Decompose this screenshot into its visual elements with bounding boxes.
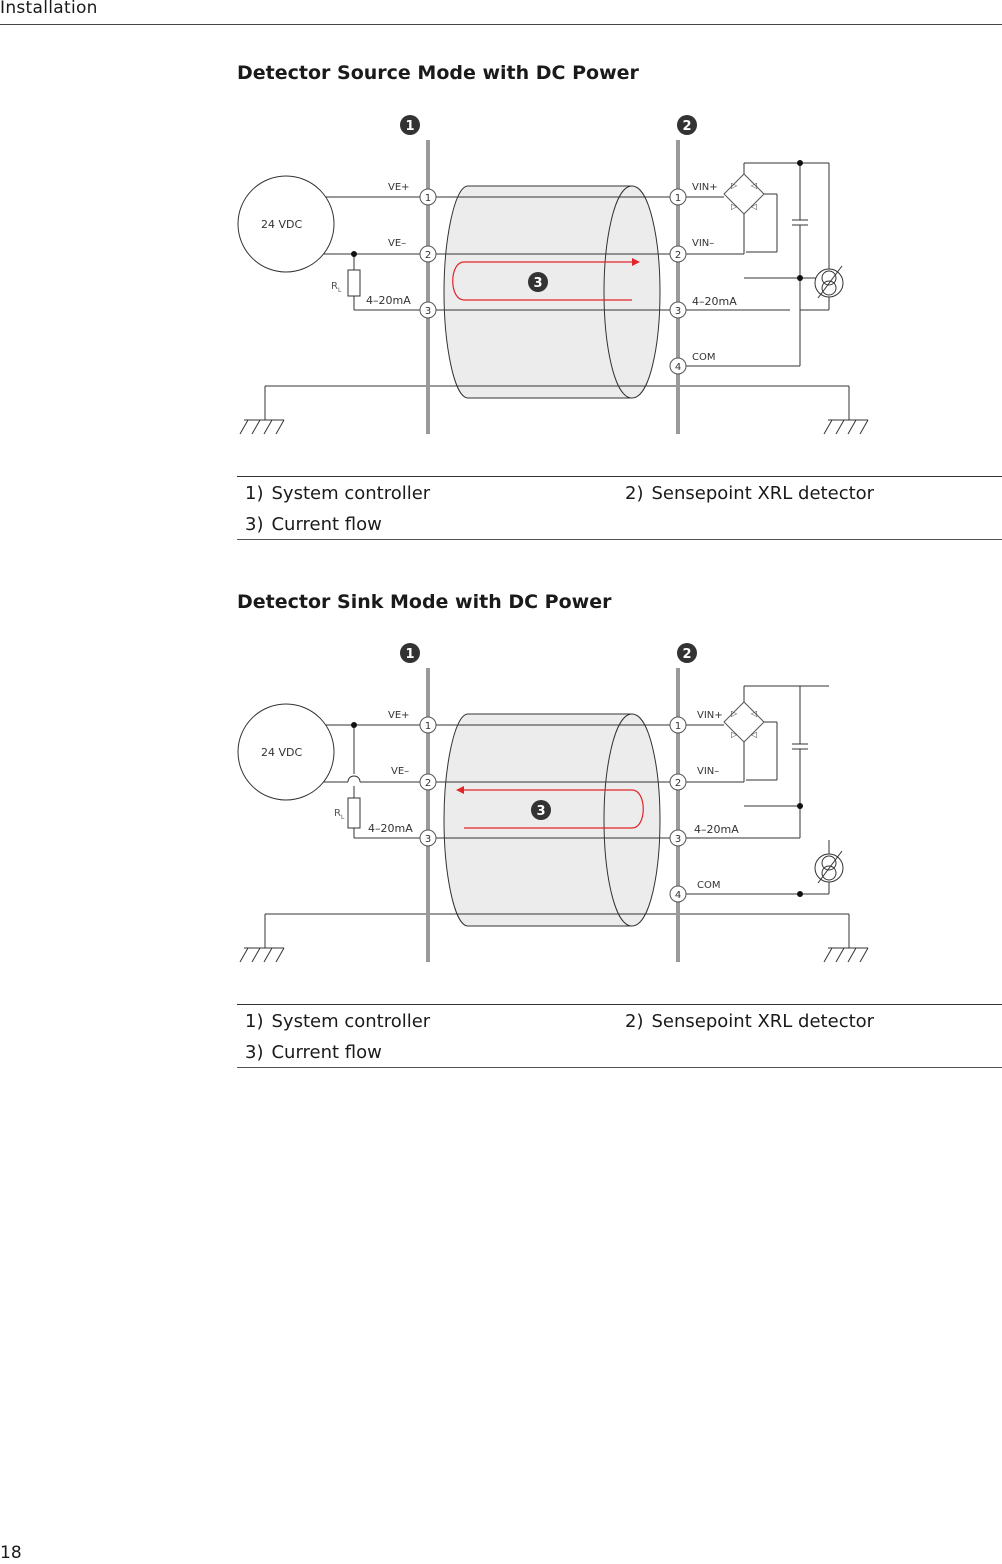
legend-sink-mode: 1)System controller 2)Sensepoint XRL det… [237,1004,1002,1068]
legend-item-system-controller: 1)System controller [245,483,431,504]
label-current-loop-left: 4–20mA [366,294,411,307]
legend-item-current-flow: 3)Current flow [245,1042,382,1063]
legend-row: 1)System controller 2)Sensepoint XRL det… [237,1005,1002,1036]
terminal-number: 1 [425,721,431,732]
svg-text:1: 1 [405,647,414,662]
current-flow-arrow [456,786,644,829]
label-vin-plus: VIN+ [697,710,723,721]
marker-system-controller: 1 [400,115,420,135]
terminal-number: 1 [675,193,681,204]
svg-text:2: 2 [682,119,691,134]
bridge-rectifier [723,162,800,254]
terminal-number: 4 [675,362,681,373]
diode-icon: ◁ [750,709,757,718]
terminal-number: 2 [425,250,431,261]
running-head: Installation [0,0,98,18]
diode-icon: ▷ [731,730,738,739]
label-vin-plus: VIN+ [692,182,718,193]
detector-terminals: 1 2 3 4 [669,716,687,903]
supply-label: 24 VDC [261,746,302,759]
current-flow-arrow [452,258,640,301]
junction-dot [797,891,803,897]
label-ve-plus: VE+ [388,182,410,193]
legend-item-system-controller: 1)System controller [245,1011,431,1032]
legend-row: 1)System controller 2)Sensepoint XRL det… [237,477,1002,508]
ground-symbol-left [239,419,285,435]
label-vin-minus: VIN– [697,766,719,777]
legend-source-mode: 1)System controller 2)Sensepoint XRL det… [237,476,1002,540]
terminal-number: 2 [425,778,431,789]
marker-system-controller: 1 [400,643,420,663]
controller-terminals: 1 2 3 [419,188,437,319]
section-title-source-mode: Detector Source Mode with DC Power [237,62,639,84]
marker-current-flow: 3 [528,272,548,292]
junction-dot [797,803,803,809]
diode-icon: ▷ [731,202,738,211]
ground-symbol-left [239,947,285,963]
terminal-number: 3 [675,306,681,317]
diode-icon: ▷ [731,709,738,718]
label-current-loop-right: 4–20mA [692,295,737,308]
resistor-label: RL [334,808,345,821]
label-ve-minus: VE– [388,238,406,249]
legend-item-detector: 2)Sensepoint XRL detector [625,483,875,504]
terminal-number: 2 [675,778,681,789]
svg-text:3: 3 [533,276,542,291]
dc-supply-circle [237,175,335,273]
wiring-diagram-source-mode: 24 VDC RL VE+ VE– 4–20mA VIN+ VIN– 4–20m… [237,115,869,435]
wiring-diagram-sink-mode: 24 VDC RL VE+ VE– 4–20mA VIN+ VIN– 4–20m… [237,643,869,963]
section-title-sink-mode: Detector Sink Mode with DC Power [237,591,612,613]
marker-detector: 2 [677,643,697,663]
label-current-loop-right: 4–20mA [694,823,739,836]
legend-item-detector: 2)Sensepoint XRL detector [625,1011,875,1032]
resistor-label: RL [331,281,342,294]
conductors [262,724,850,948]
label-ve-plus: VE+ [388,710,410,721]
svg-text:3: 3 [536,804,545,819]
svg-text:2: 2 [682,647,691,662]
load-resistor [347,251,361,310]
ground-symbol-right [823,947,869,963]
supply-label: 24 VDC [261,218,302,231]
terminal-number: 3 [425,834,431,845]
diode-icon: ◁ [750,202,757,211]
marker-detector: 2 [677,115,697,135]
junction-dot [797,160,803,166]
ground-symbol-right [823,419,869,435]
header-rule [0,24,1002,25]
legend-row: 3)Current flow [237,1036,1002,1067]
label-com: COM [692,352,715,363]
load-resistor [347,722,361,838]
current-source-icon [814,850,844,884]
diode-icon: ▷ [731,181,738,190]
current-source-icon [814,265,844,299]
terminal-number: 3 [675,834,681,845]
svg-text:1: 1 [405,119,414,134]
conductors [262,196,850,420]
page-number: 18 [0,1543,22,1563]
cable-shield [443,185,661,399]
marker-current-flow: 3 [531,800,551,820]
bridge-rectifier [723,685,800,782]
label-com: COM [697,880,720,891]
legend-item-current-flow: 3)Current flow [245,514,382,535]
cable-shield [443,713,661,927]
label-vin-minus: VIN– [692,238,714,249]
dc-supply-circle [237,703,335,801]
detector-terminals: 1 2 3 4 [669,188,687,375]
terminal-number: 3 [425,306,431,317]
terminal-number: 2 [675,250,681,261]
terminal-number: 1 [675,721,681,732]
legend-row: 3)Current flow [237,508,1002,539]
capacitor-circuit [744,162,830,366]
terminal-number: 4 [675,890,681,901]
label-ve-minus: VE– [391,766,409,777]
controller-terminals: 1 2 3 [419,716,437,847]
terminal-number: 1 [425,193,431,204]
label-current-loop-left: 4–20mA [368,822,413,835]
junction-dot [797,275,803,281]
diode-icon: ◁ [750,730,757,739]
diode-icon: ◁ [750,181,757,190]
